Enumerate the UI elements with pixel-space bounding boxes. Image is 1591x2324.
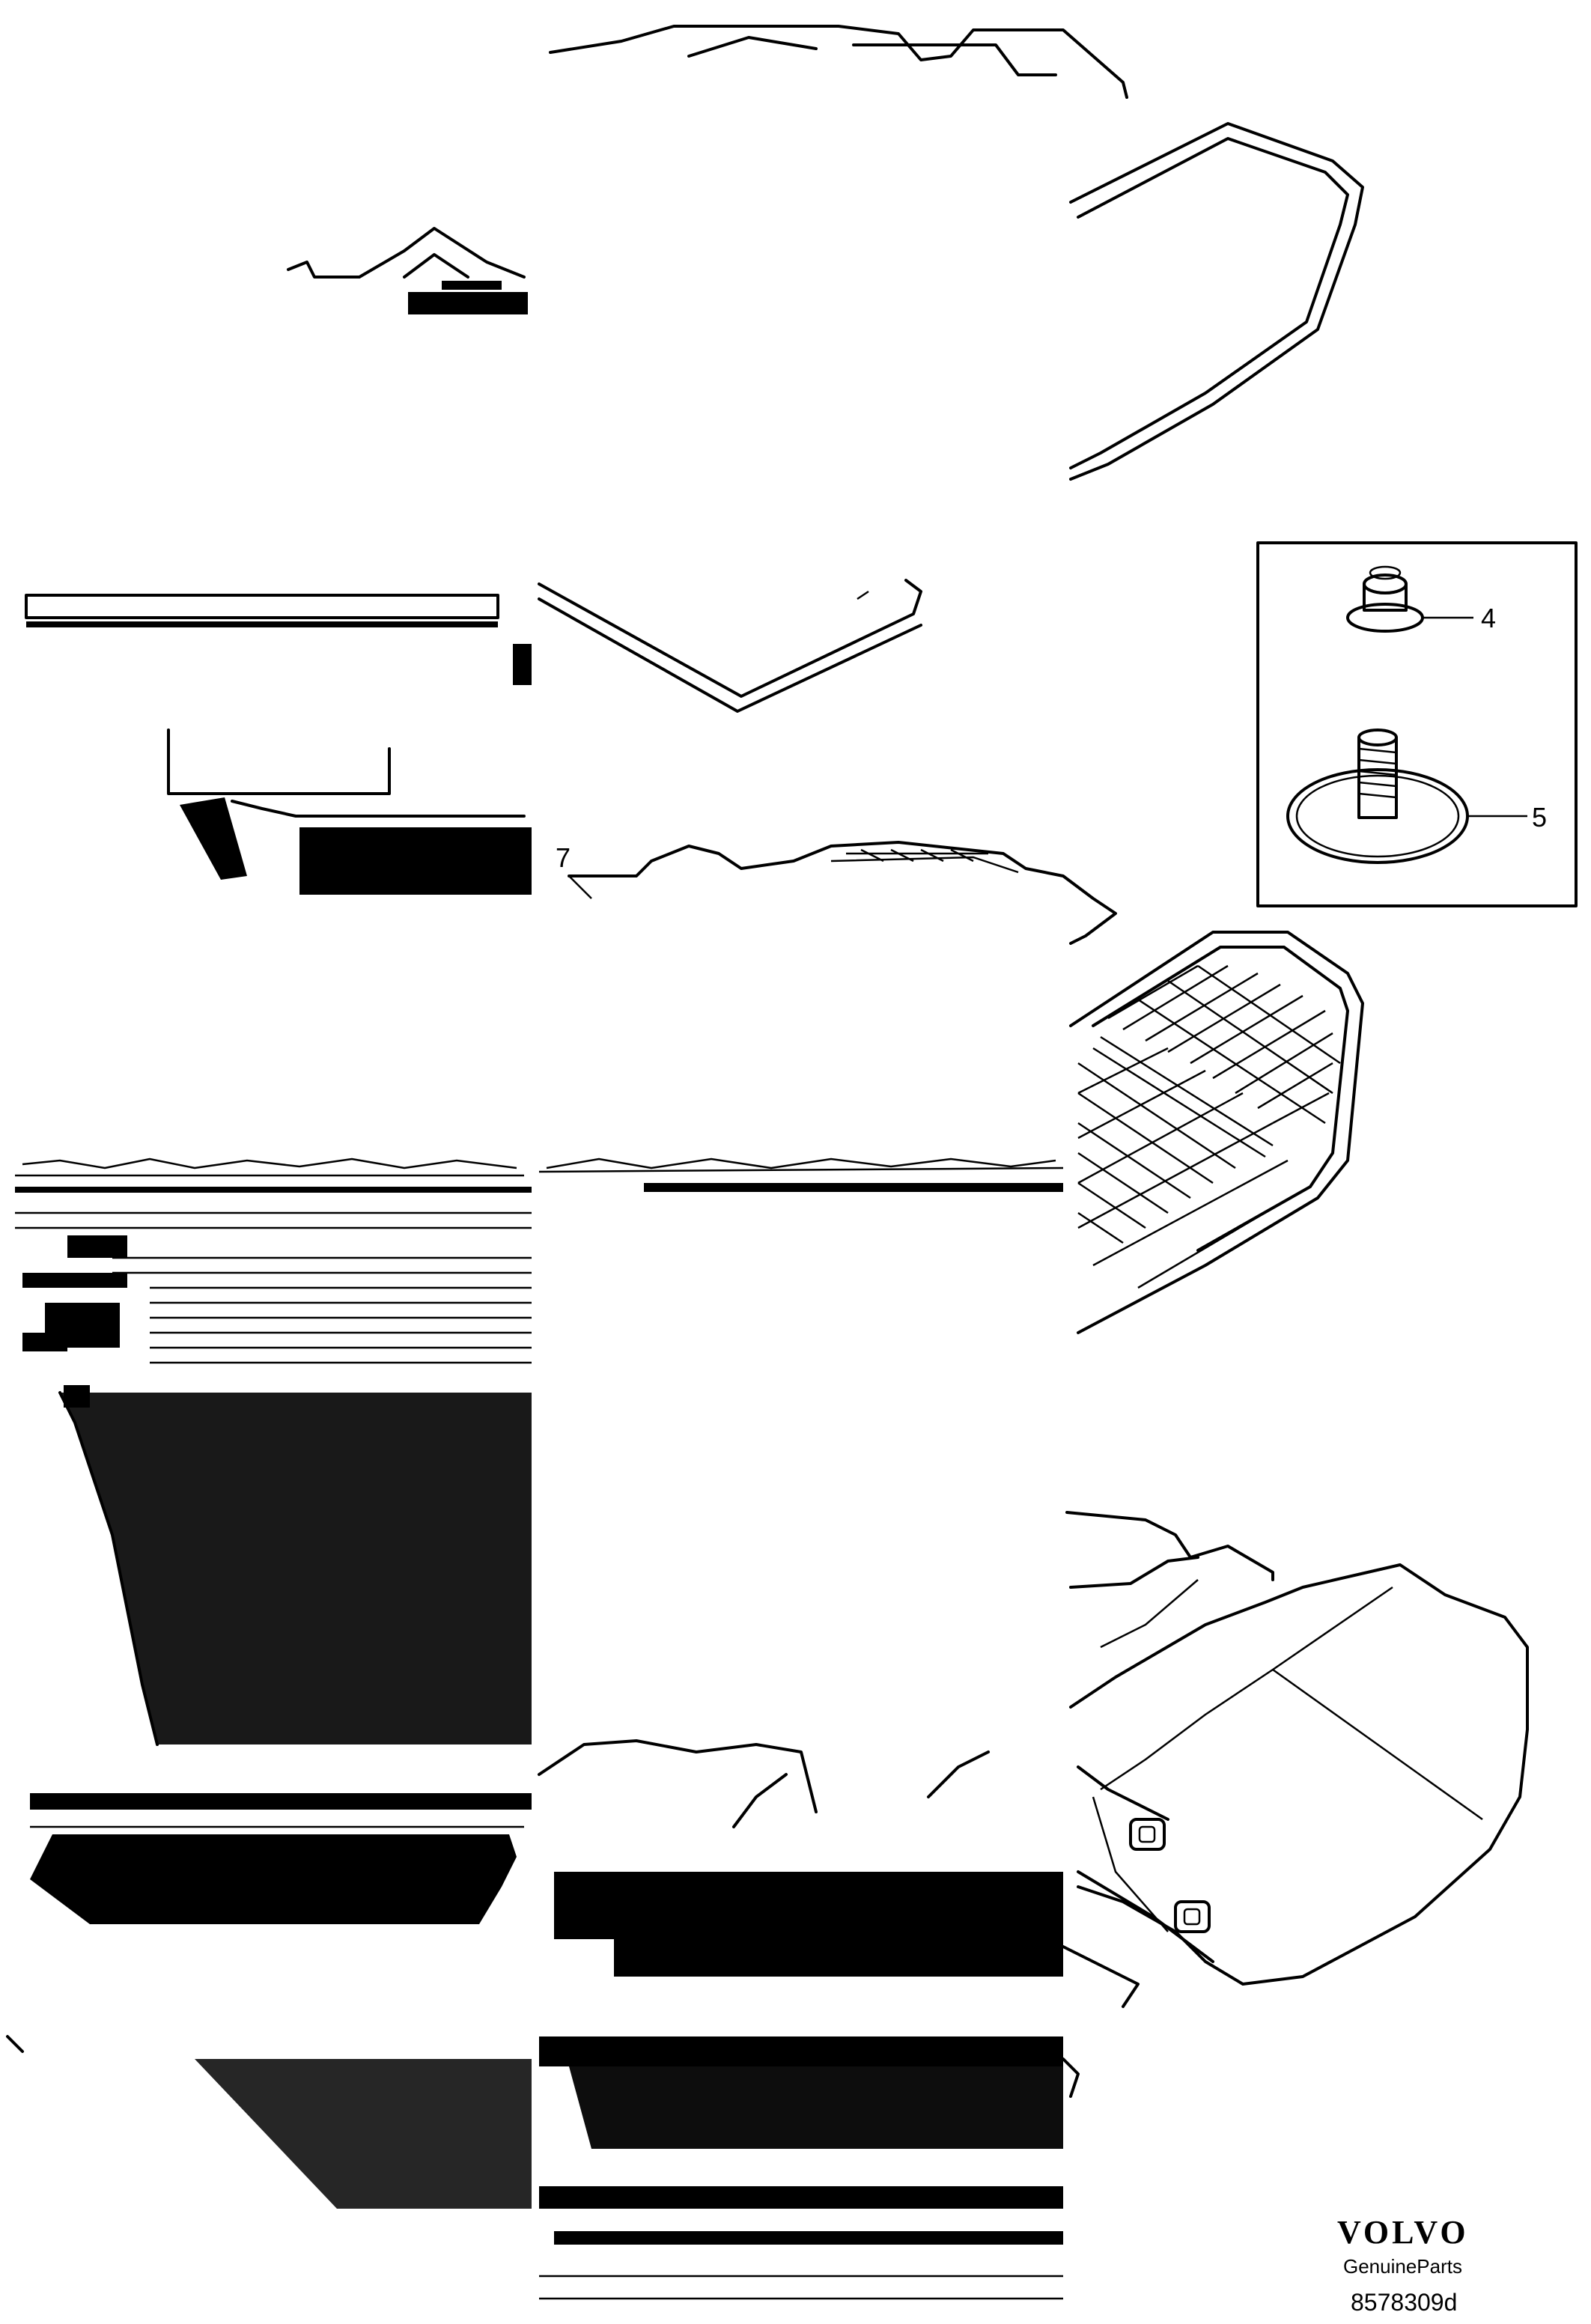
- callout-4: 4: [1481, 603, 1496, 633]
- volvo-logo: VOLVO: [1337, 2214, 1469, 2251]
- middle-floor-mat: [538, 579, 922, 713]
- rear-rubber-mat: [1069, 931, 1364, 1334]
- fastener-clip-4: [1346, 565, 1424, 633]
- clip-bracket-upper: [287, 227, 528, 314]
- fastener-stud-5: [1286, 728, 1469, 864]
- mat-piece-7: [568, 841, 1117, 945]
- callout-7: 7: [556, 842, 571, 873]
- mat-clip-hole-lower: [1174, 1900, 1211, 1933]
- top-floor-mat: [549, 25, 1364, 481]
- front-mat-striped-band: [15, 1158, 1064, 1193]
- middle-lower-mat: [538, 1739, 1140, 2300]
- mat-clip-hole-upper: [1129, 1818, 1166, 1851]
- left-sill-strip: [25, 594, 532, 795]
- diagram-part-number: 8578309d: [1351, 2289, 1457, 2316]
- front-right-floor-mat: [1065, 1511, 1529, 1986]
- diamond-tread-pattern: [1077, 964, 1341, 1289]
- left-front-mat-hatch: [60, 1393, 532, 1744]
- middle-lower-hatch: [569, 2066, 1063, 2149]
- fastener-inset-box: [1256, 541, 1578, 907]
- left-front-mat: [15, 1211, 532, 1746]
- leader-line-7: [568, 875, 592, 899]
- left-mat-edge-block: [180, 797, 532, 895]
- left-lower-hatch: [195, 2059, 532, 2209]
- callout-5: 5: [1532, 802, 1547, 833]
- left-lower-bars: [6, 1793, 532, 2209]
- genuine-parts-label: GenuineParts: [1343, 2255, 1462, 2278]
